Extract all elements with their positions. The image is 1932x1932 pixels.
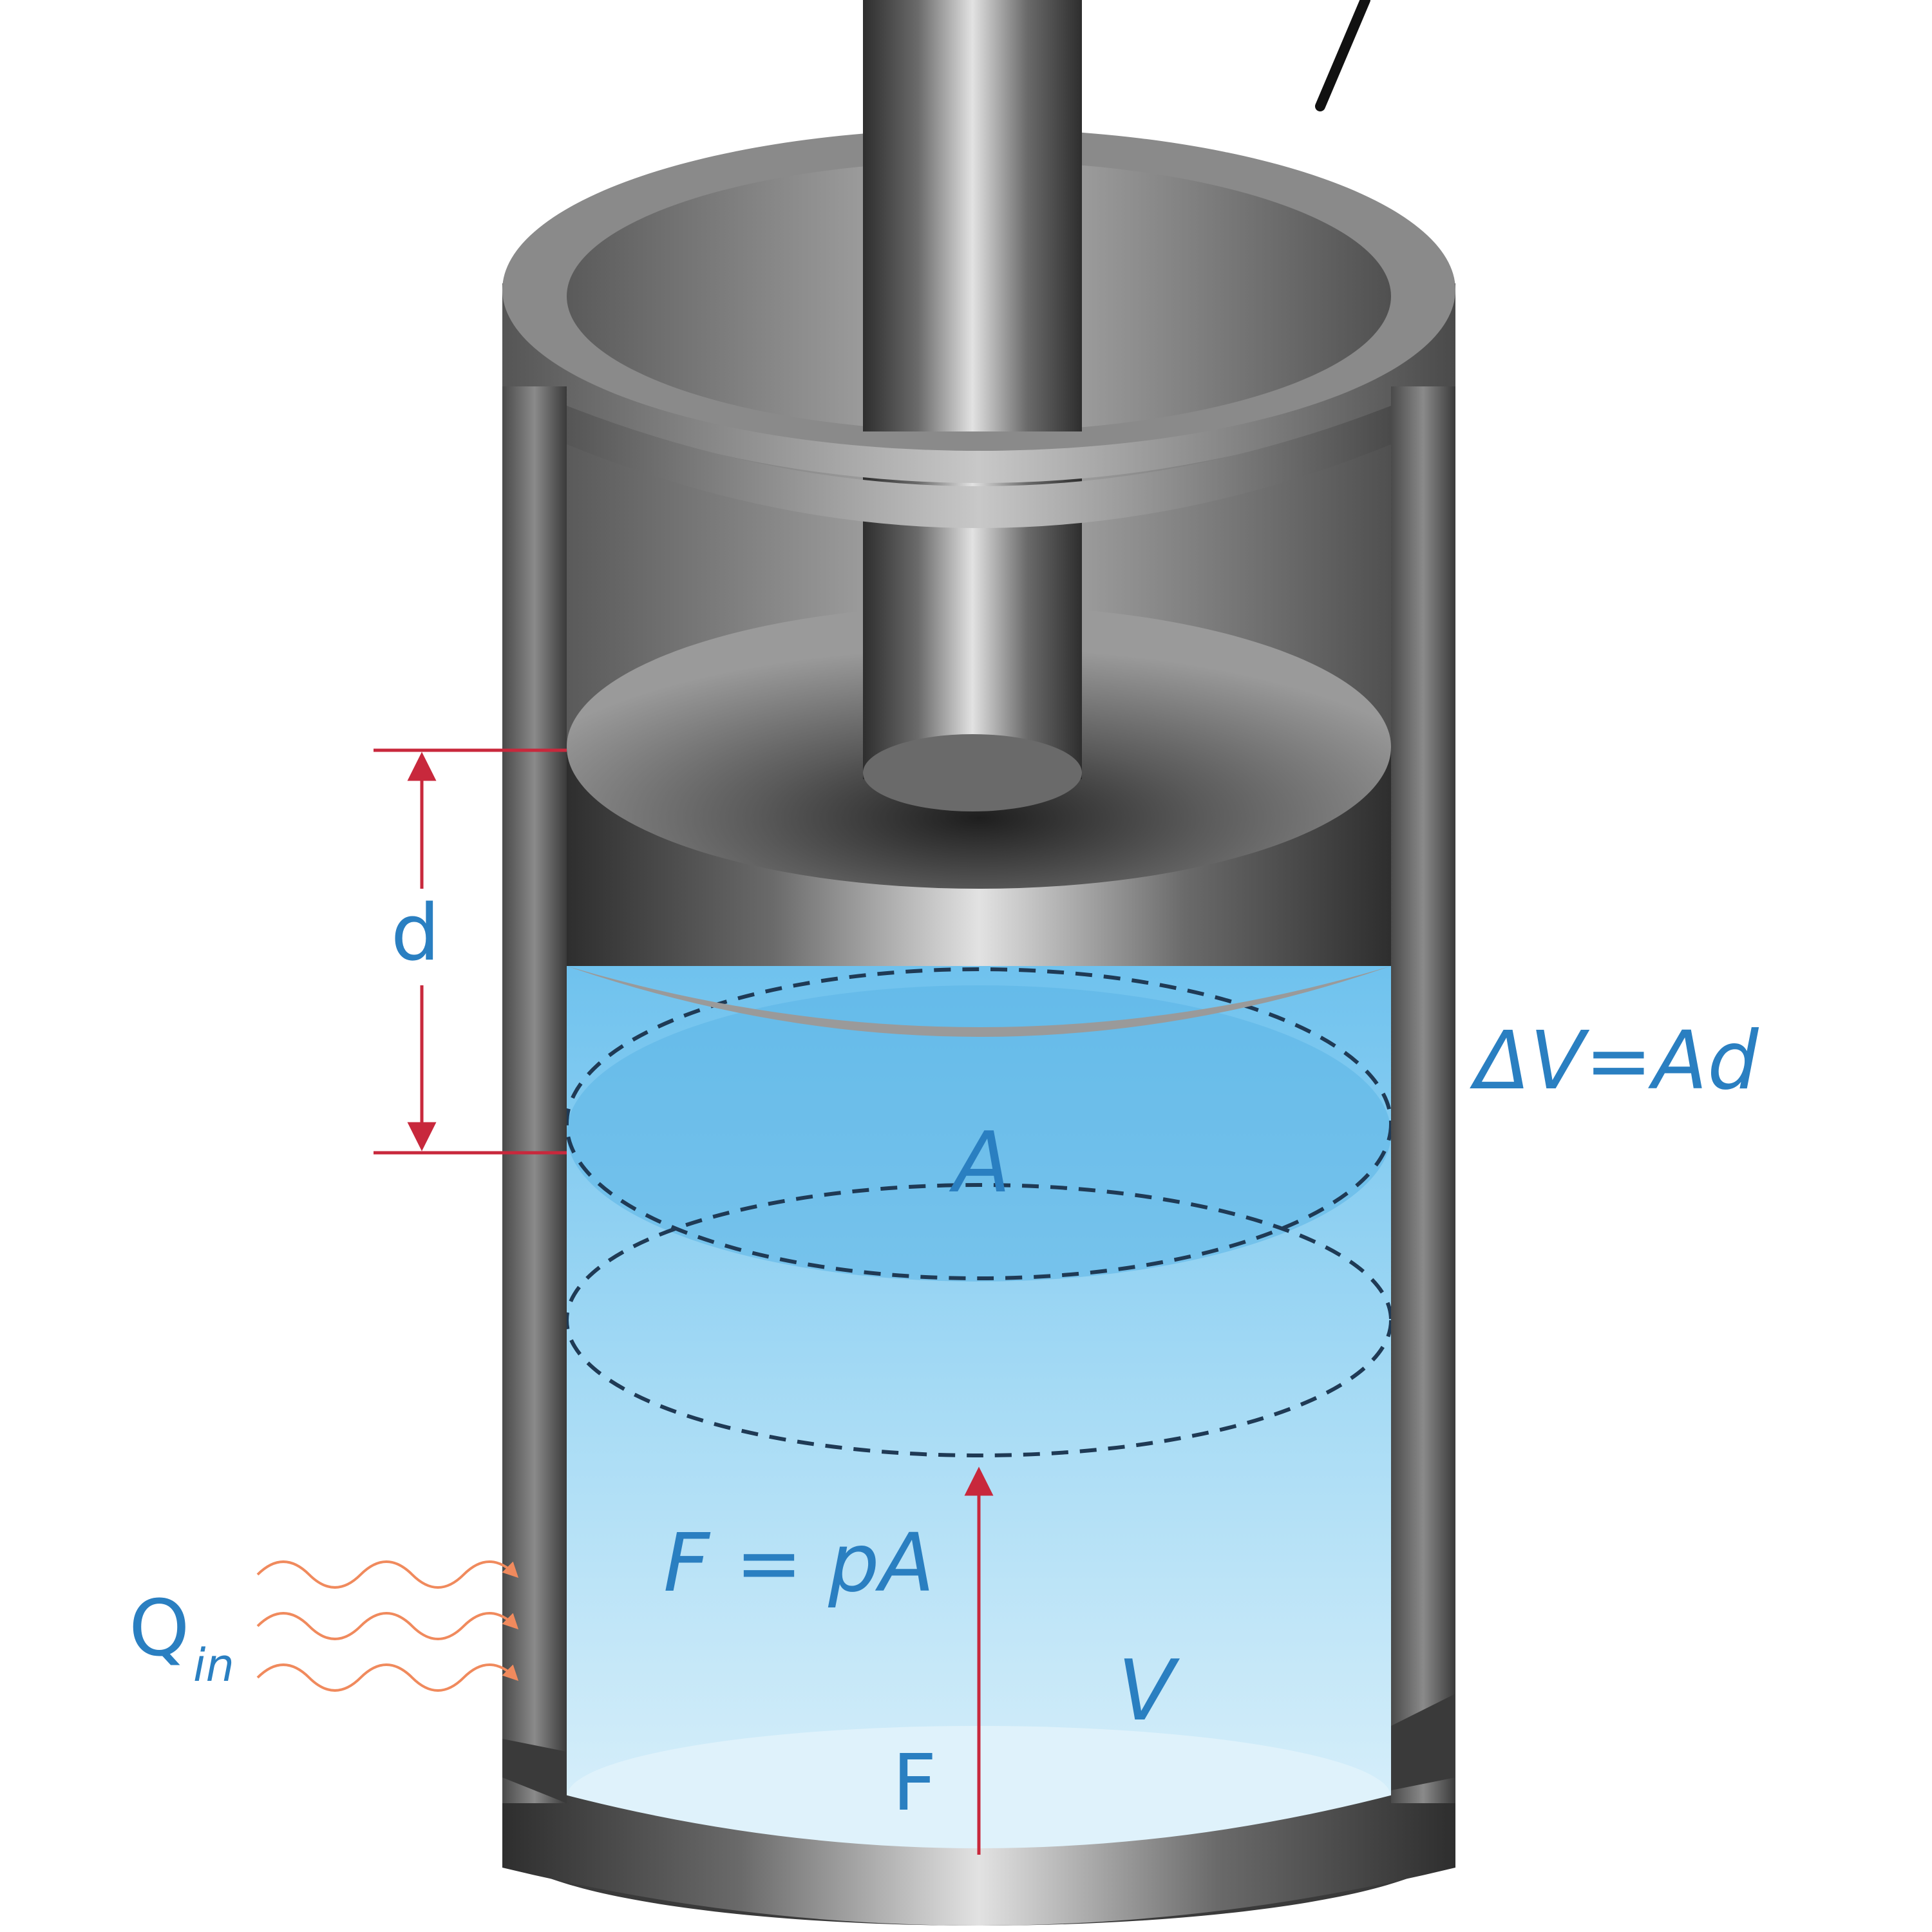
label-force: F <box>892 1739 936 1828</box>
label-heat-sub: in <box>193 1639 234 1692</box>
label-volume: V <box>1118 1642 1180 1739</box>
right-wall-lower <box>1391 1694 1455 1790</box>
piston-bottom-edge <box>567 966 1391 1037</box>
piston-rod-base <box>863 734 1082 811</box>
left-wall-lower <box>502 1739 567 1803</box>
left-wall-front <box>502 386 567 1803</box>
guide-ring <box>567 406 1391 528</box>
pointer-line <box>1315 0 1370 111</box>
label-d: d <box>391 889 440 978</box>
heat-input-arrows <box>256 1560 519 1692</box>
right-wall-front <box>1391 386 1455 1803</box>
piston-rod-upper <box>863 0 1082 431</box>
label-heat-q: Q <box>129 1584 189 1674</box>
wavy-arrow-icon <box>256 1663 519 1692</box>
wavy-arrow-icon <box>256 1560 519 1589</box>
label-force-equation: F = pA <box>663 1517 934 1610</box>
label-area: A <box>949 1113 1011 1211</box>
fluid-volume <box>567 966 1391 1868</box>
dimension-label-bg <box>393 889 451 985</box>
label-delta-v: ΔV=Ad <box>1470 1014 1759 1108</box>
wavy-arrow-icon <box>256 1612 519 1640</box>
